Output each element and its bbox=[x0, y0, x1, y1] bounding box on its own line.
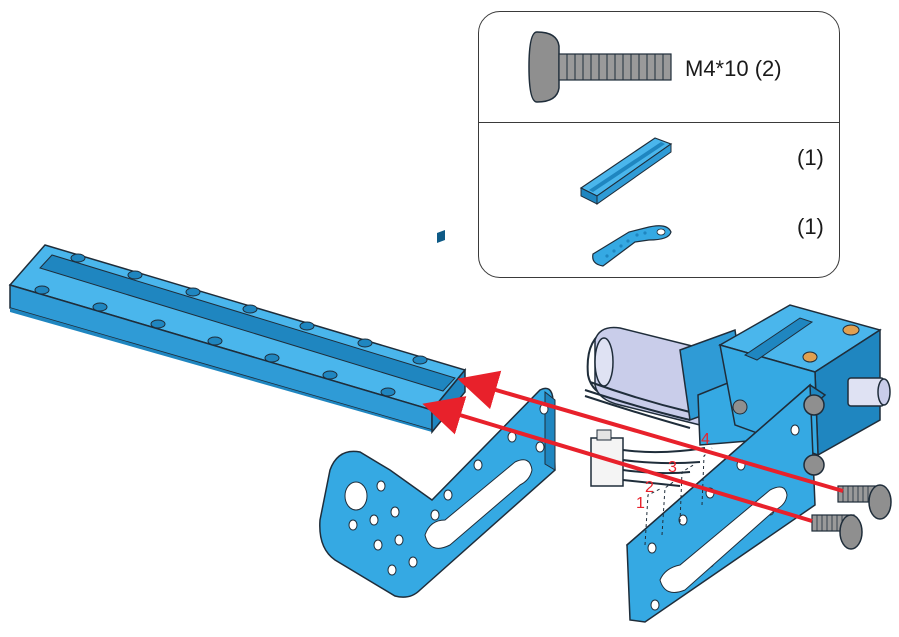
dc-motor bbox=[584, 304, 891, 457]
angled-plate bbox=[319, 387, 556, 598]
long-beam bbox=[8, 230, 467, 435]
beam-part-icon bbox=[579, 137, 673, 205]
loose-screw-bottom bbox=[811, 514, 863, 550]
arrow-upper bbox=[457, 370, 844, 493]
arrow-lower bbox=[422, 396, 813, 523]
parts-list: M4*10 (2) (1) (1) bbox=[478, 11, 840, 278]
angled-plate-icon bbox=[592, 225, 672, 267]
assembly-arrows bbox=[422, 370, 844, 523]
straight-plate bbox=[625, 383, 827, 623]
wire-label-1: 1 bbox=[636, 495, 645, 512]
screw-icon bbox=[528, 31, 672, 103]
wire-labels: 1 2 3 4 bbox=[636, 431, 710, 512]
wire-label-3: 3 bbox=[668, 459, 677, 476]
wire-label-4: 4 bbox=[701, 431, 710, 448]
plate-qty: (1) bbox=[797, 214, 824, 239]
wire-label-2: 2 bbox=[645, 479, 654, 496]
parts-divider bbox=[479, 122, 839, 123]
screw-label: M4*10 (2) bbox=[685, 56, 782, 81]
loose-screw-top bbox=[837, 484, 892, 520]
beam-qty: (1) bbox=[797, 145, 824, 170]
